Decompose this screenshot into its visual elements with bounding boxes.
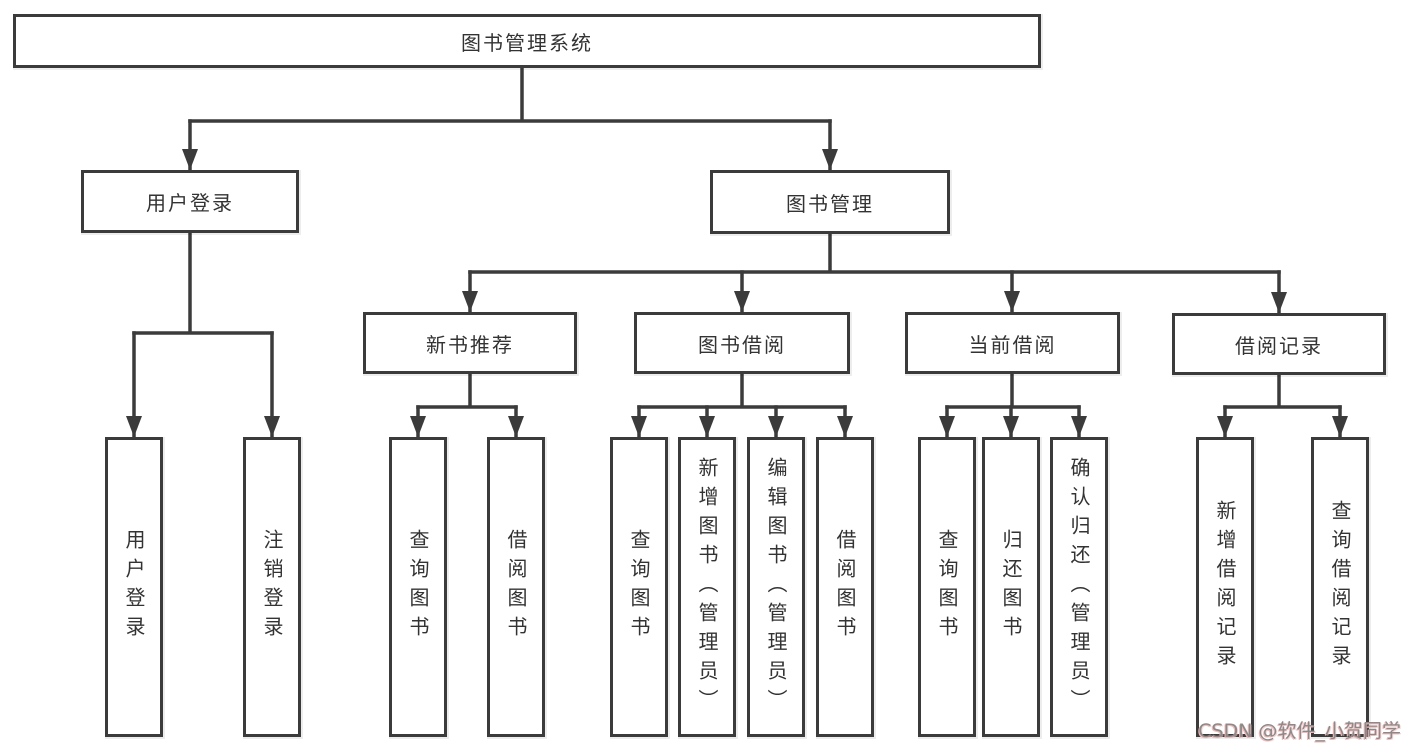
leaf-query-books-borrow-label: 查询图书 [627, 529, 651, 645]
leaf-return-books: 归还图书 [982, 437, 1040, 737]
leaf-borrow-books-label: 借阅图书 [833, 529, 857, 645]
node-new-book-recommend: 新书推荐 [363, 312, 577, 374]
node-user-login: 用户登录 [81, 170, 299, 233]
node-current-borrow-label: 当前借阅 [968, 332, 1057, 357]
leaf-user-login: 用户登录 [105, 437, 163, 737]
node-root-system: 图书管理系统 [13, 14, 1041, 68]
node-book-management: 图书管理 [710, 170, 950, 234]
leaf-confirm-return-admin-label: 确认归还（管理员） [1067, 456, 1091, 718]
leaf-return-books-label: 归还图书 [999, 529, 1023, 645]
leaf-borrow-books: 借阅图书 [816, 437, 874, 737]
node-borrow-record-label: 借阅记录 [1235, 333, 1323, 358]
leaf-add-borrow-record: 新增借阅记录 [1196, 437, 1254, 737]
node-book-borrow: 图书借阅 [634, 312, 850, 374]
leaf-add-books-admin: 新增图书（管理员） [678, 437, 736, 737]
leaf-edit-books-admin-label: 编辑图书（管理员） [764, 456, 788, 718]
node-borrow-record: 借阅记录 [1172, 313, 1386, 375]
leaf-query-books-recommend-label: 查询图书 [406, 529, 430, 645]
leaf-user-login-label: 用户登录 [122, 529, 146, 645]
leaf-query-books-current: 查询图书 [918, 437, 976, 737]
node-book-borrow-label: 图书借阅 [698, 332, 786, 357]
node-root-label: 图书管理系统 [461, 30, 593, 55]
leaf-edit-books-admin: 编辑图书（管理员） [747, 437, 805, 737]
leaf-add-borrow-record-label: 新增借阅记录 [1213, 500, 1237, 674]
leaf-query-books-borrow: 查询图书 [610, 437, 668, 737]
leaf-query-books-current-label: 查询图书 [935, 529, 959, 645]
leaf-add-books-admin-label: 新增图书（管理员） [695, 456, 719, 718]
csdn-watermark: CSDN @软件_小贺同学 [1198, 720, 1401, 742]
leaf-confirm-return-admin: 确认归还（管理员） [1050, 437, 1108, 737]
node-book-management-label: 图书管理 [786, 191, 874, 216]
leaf-borrow-books-recommend: 借阅图书 [487, 437, 545, 737]
leaf-query-borrow-record: 查询借阅记录 [1311, 437, 1369, 737]
leaf-logout-label: 注销登录 [260, 529, 284, 645]
node-user-login-label: 用户登录 [146, 191, 234, 215]
leaf-borrow-books-recommend-label: 借阅图书 [504, 529, 528, 645]
node-new-book-recommend-label: 新书推荐 [426, 332, 514, 357]
node-current-borrow: 当前借阅 [905, 312, 1120, 374]
leaf-logout: 注销登录 [243, 437, 301, 737]
leaf-query-books-recommend: 查询图书 [389, 437, 447, 737]
leaf-query-borrow-record-label: 查询借阅记录 [1328, 500, 1352, 674]
